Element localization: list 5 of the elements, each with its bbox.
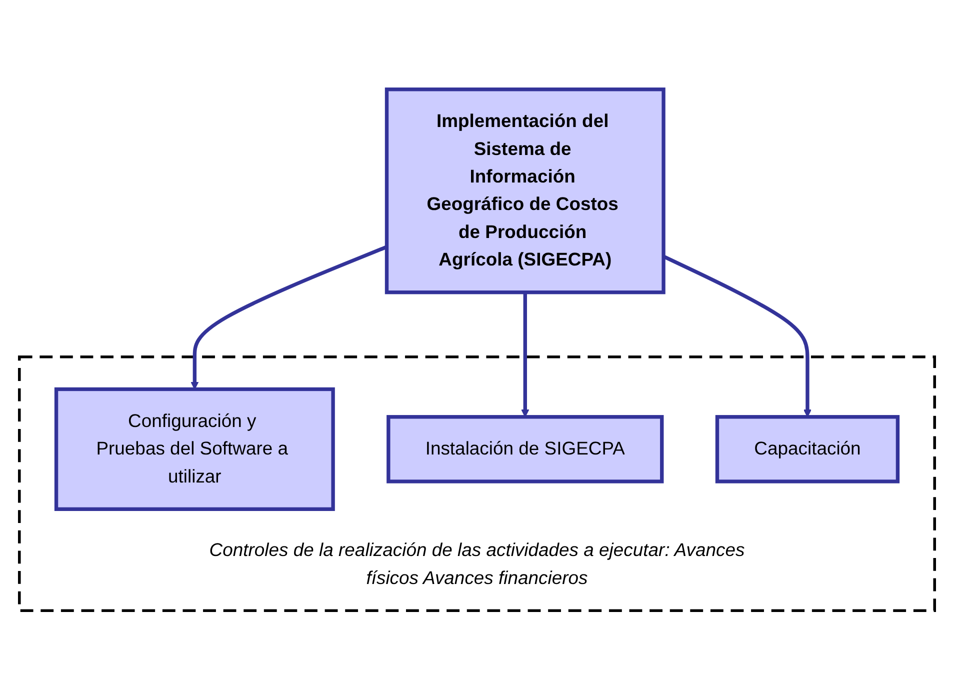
node-box: Implementación del Sistema de Información Geográfico de Costos de Producción Agrícola (SIGECPA) [384,88,665,294]
arrow [520,292,529,418]
node-box: Instalación de SIGECPA [386,415,664,484]
node-box: Capacitación [714,415,900,484]
node-box: Configuración y Pruebas del Software a utilizar [54,387,334,511]
